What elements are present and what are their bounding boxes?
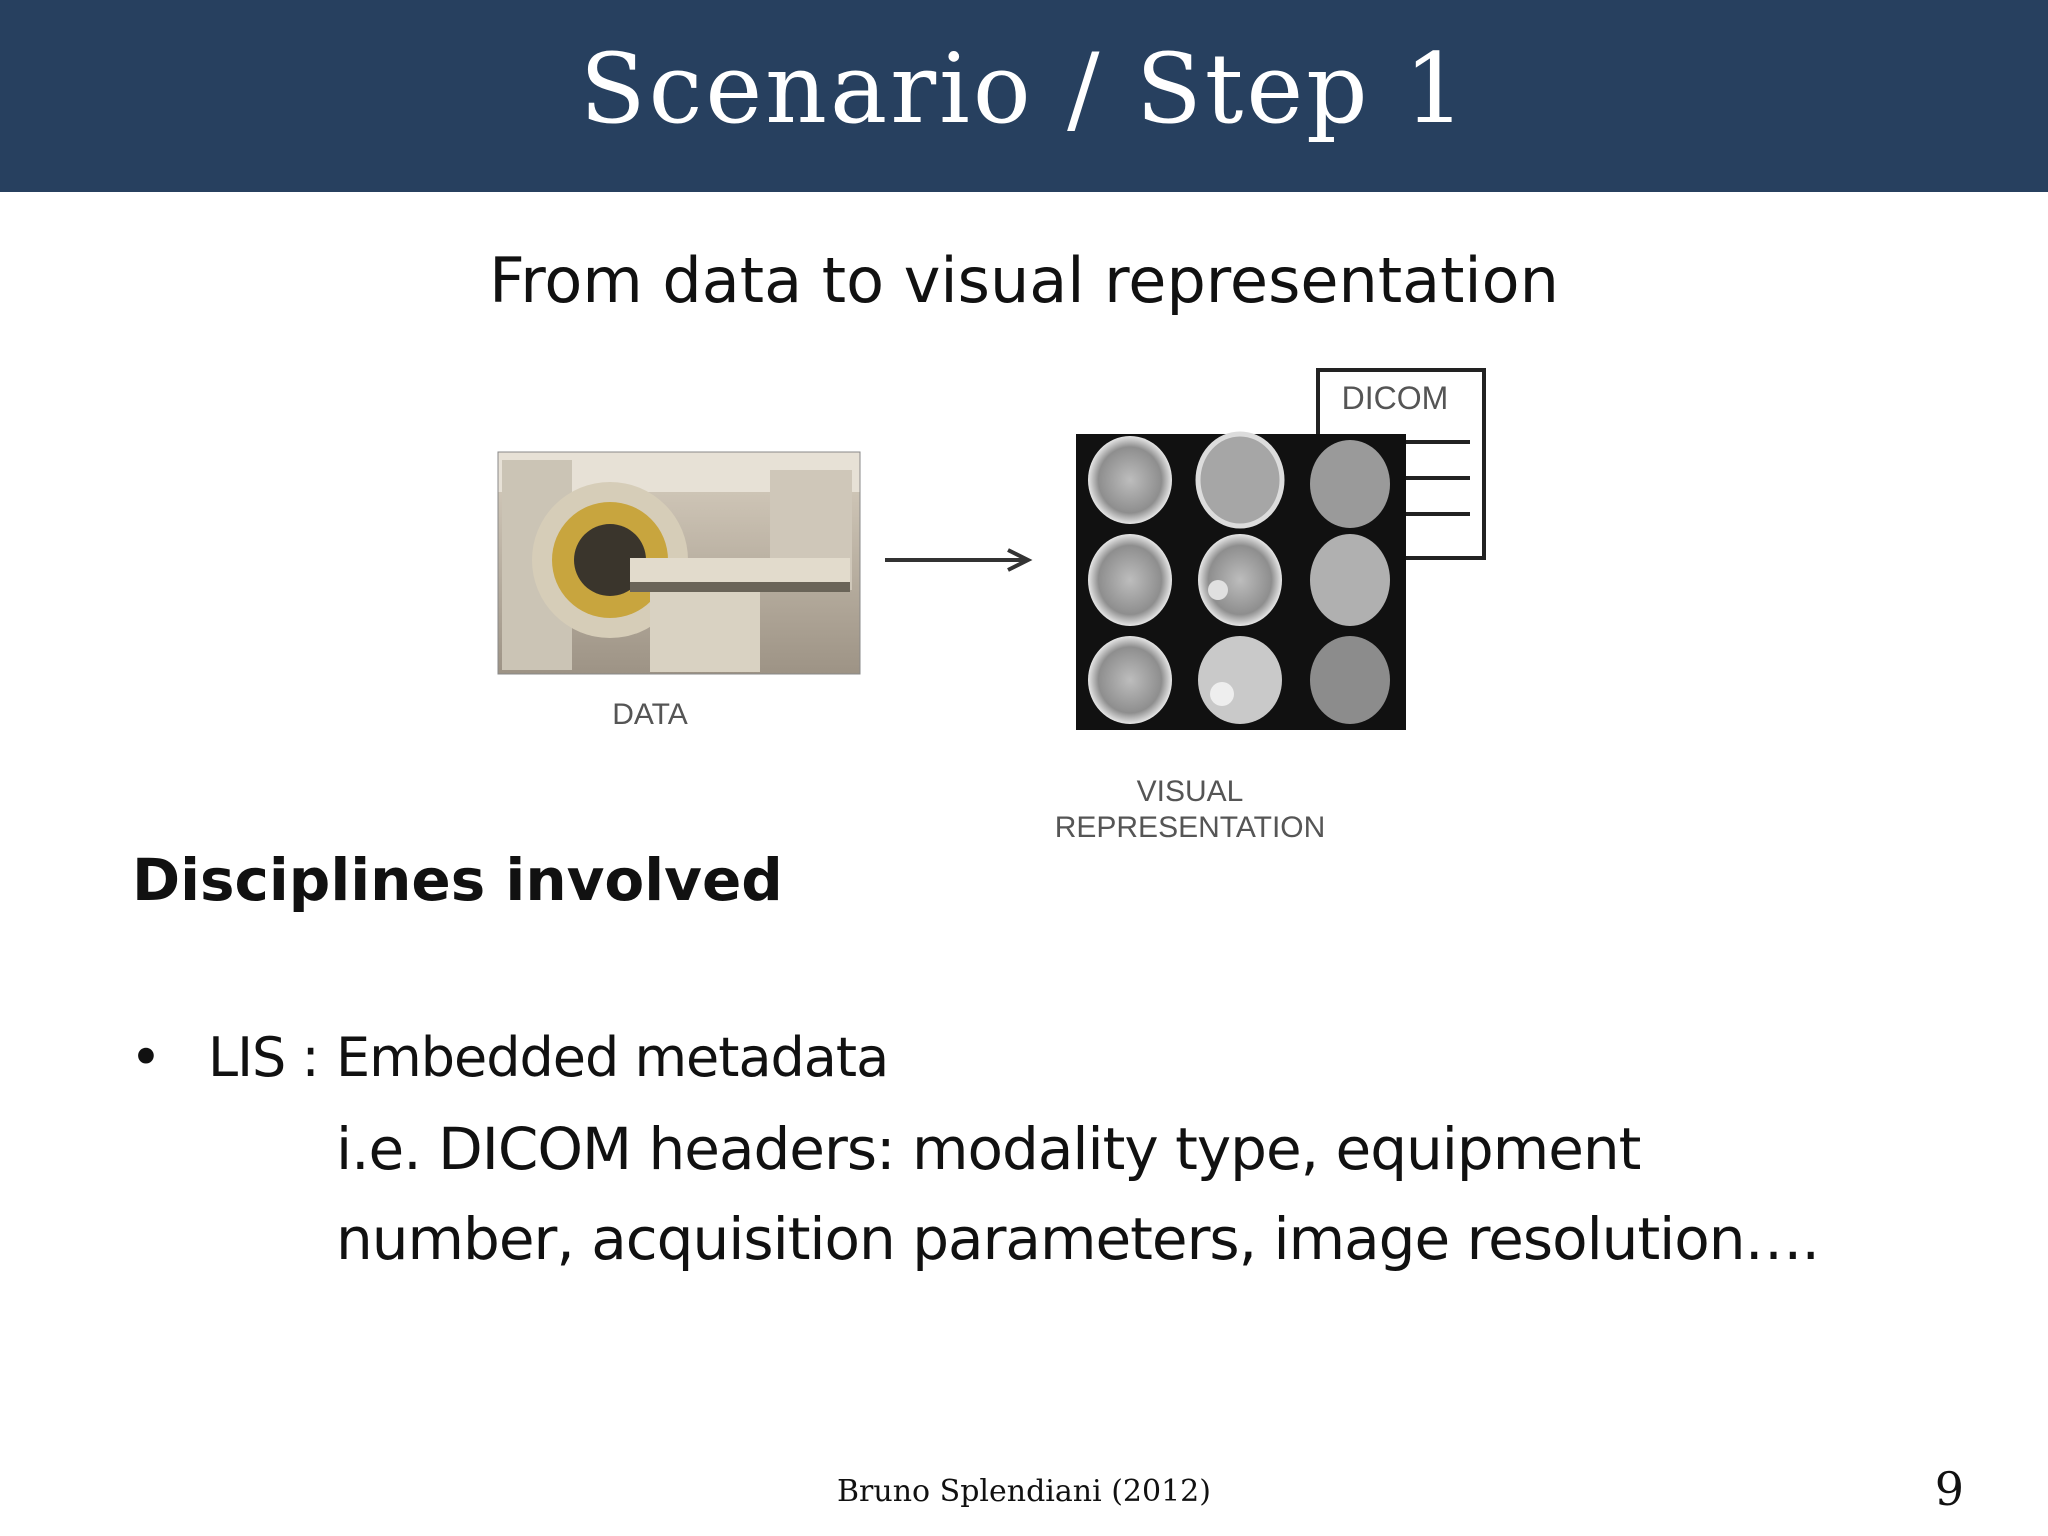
bullet-detail: i.e. DICOM headers: modality type, equip… bbox=[336, 1104, 1976, 1284]
bullet-marker: • bbox=[130, 1026, 162, 1089]
bullet-detail-line2: number, acquisition parameters, image re… bbox=[336, 1205, 1820, 1273]
data-label: DATA bbox=[612, 698, 688, 731]
footer-author: Bruno Splendiani (2012) bbox=[837, 1474, 1211, 1509]
figure-graphic bbox=[497, 368, 1486, 730]
slide-title: Scenario / Step 1 bbox=[579, 33, 1469, 145]
data-to-visual-figure: DICOM DATA VISUAL REPRESENTATION bbox=[480, 360, 1540, 860]
dicom-label: DICOM bbox=[1341, 380, 1449, 416]
slide-subtitle: From data to visual representation bbox=[489, 244, 1559, 317]
visual-label-line1: VISUAL bbox=[1136, 775, 1244, 808]
bullet-term: LIS : bbox=[208, 1026, 320, 1089]
visual-label-line2: REPRESENTATION bbox=[1054, 811, 1326, 844]
section-heading: Disciplines involved bbox=[132, 846, 783, 914]
brain-mri-scan-grid bbox=[1076, 431, 1406, 730]
ct-scanner-photo bbox=[497, 451, 861, 675]
page-number: 9 bbox=[1934, 1462, 1964, 1516]
arrow-right-icon bbox=[885, 548, 1033, 572]
visual-representation-label: VISUAL REPRESENTATION bbox=[1020, 774, 1360, 846]
bullet-detail-line1: i.e. DICOM headers: modality type, equip… bbox=[336, 1115, 1641, 1183]
bullet-description: Embedded metadata bbox=[336, 1026, 889, 1089]
title-bar bbox=[0, 0, 2048, 192]
